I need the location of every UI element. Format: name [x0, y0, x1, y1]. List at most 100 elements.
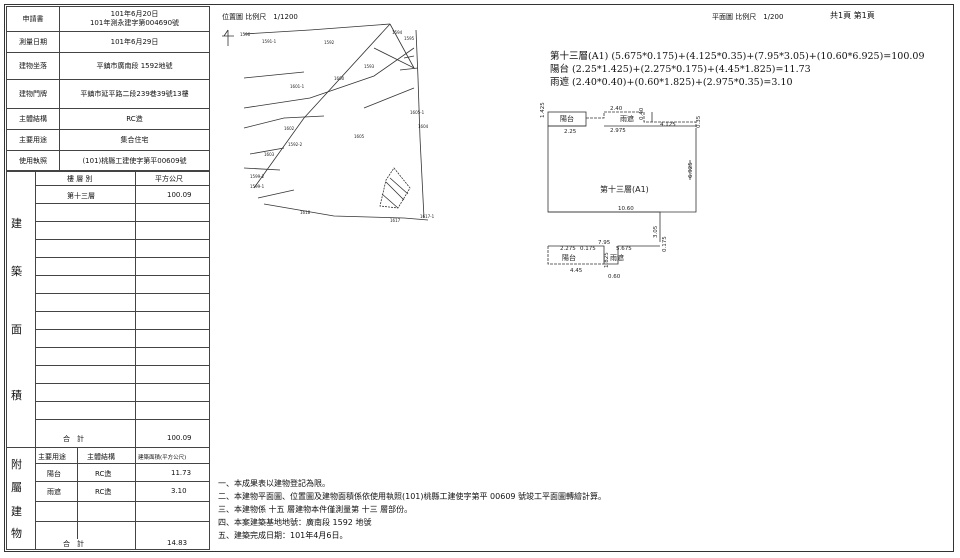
info-label: 建物門牌 — [6, 79, 60, 109]
dim-label: 4.45 — [570, 268, 583, 274]
balcony-label: 陽台 — [562, 253, 576, 262]
lot-label: 1595 — [404, 36, 415, 41]
attached-total-label: 合 計 — [63, 540, 84, 548]
lot-label: 1605 — [354, 134, 365, 139]
dim-label: 6.925 — [688, 162, 694, 178]
lot-label: 1599-1 — [250, 184, 265, 189]
col-area-header: 建築面積(平方公尺) — [138, 455, 187, 461]
note-1: 一、本成果表以建物登記為限。 — [218, 479, 330, 488]
section-char: 物 — [11, 527, 22, 540]
dim-label: 1.825 — [604, 252, 610, 268]
attached-area: 3.10 — [171, 487, 187, 495]
row-line — [35, 481, 209, 482]
floor-plan-drawing: 陽台 雨遮 第十三層(A1) 陽台 雨遮 1.425 2.25 2.40 2.9… — [540, 102, 702, 280]
lot-label: 1604 — [418, 124, 429, 129]
dim-label: 0.175 — [662, 236, 668, 252]
info-row: 主要用途集合住宅 — [6, 129, 210, 151]
dim-label: 3.05 — [653, 225, 659, 238]
row-line — [35, 311, 209, 312]
row-line — [35, 203, 209, 204]
lot-label: 1591-1 — [262, 39, 277, 44]
info-row: 建物坐落平鎮市廣南段 1592地號 — [6, 52, 210, 80]
row-line — [35, 293, 209, 294]
divider — [135, 171, 136, 549]
dim-label: 5.675 — [616, 246, 632, 252]
formula-balcony: 陽台 (2.25*1.425)+(2.275*0.175)+(4.45*1.82… — [550, 64, 811, 75]
note-5: 五、建築完成日期：101年4月6日。 — [218, 531, 348, 540]
info-row: 建物門牌平鎮市延平路二段239巷39號13樓 — [6, 79, 210, 109]
row-line — [35, 239, 209, 240]
info-row: 使用執照(101)桃縣工建使字第平00609號 — [6, 150, 210, 172]
lot-label: 1618 — [300, 210, 311, 215]
lot-label: 1602 — [284, 126, 295, 131]
row-line — [35, 275, 209, 276]
lot-label: 1599-2 — [250, 174, 265, 179]
info-value: 平鎮市延平路二段239巷39號13樓 — [59, 79, 210, 109]
lot-label: 1592-2 — [288, 142, 303, 147]
floor-name: 第十三層 — [67, 192, 95, 200]
page-indicator: 共1頁 第1頁 — [830, 11, 875, 20]
info-label: 使用執照 — [6, 150, 60, 172]
section-char: 建 — [11, 217, 22, 230]
lot-label: 1593 — [364, 64, 375, 69]
section-char: 積 — [11, 389, 22, 402]
dim-label: 2.975 — [610, 128, 626, 134]
section-char: 築 — [11, 265, 22, 278]
section-char: 屬 — [11, 481, 22, 494]
lot-label: 1605-1 — [410, 110, 425, 115]
sheet-border — [4, 4, 954, 552]
info-label: 主要用途 — [6, 129, 60, 151]
attached-use: 雨遮 — [47, 488, 61, 496]
note-2: 二、本建物平面圖、位置圖及建物面積係依使用執照(101)桃縣工建使字第平 006… — [218, 492, 607, 501]
col-floor-header: 樓 層 別 — [67, 175, 93, 183]
row-line — [35, 257, 209, 258]
room-label: 第十三層(A1) — [600, 184, 649, 194]
area-total: 100.09 — [167, 434, 192, 442]
row-line — [35, 521, 209, 522]
area-total-label: 合 計 — [63, 435, 84, 443]
note-3: 三、本建物係 十五 層建物本件僅測量第 十三 層部份。 — [218, 505, 413, 514]
section-char: 建 — [11, 505, 22, 518]
row-line — [35, 329, 209, 330]
row-line — [35, 221, 209, 222]
location-map-header: 位置圖 比例尺 1/1200 — [222, 13, 298, 21]
lot-label: 1601-1 — [290, 84, 305, 89]
lot-label: 1617-1 — [420, 214, 435, 219]
lot-label: 1617 — [390, 218, 401, 223]
dim-label: 0.40 — [639, 107, 645, 120]
canopy-label: 雨遮 — [620, 114, 634, 123]
col-use-header: 主要用途 — [38, 453, 66, 461]
info-value: 101年6月29日 — [59, 31, 210, 53]
area-table: 建 築 面 積 樓 層 別 平方公尺 第十三層 100.09 合 計 100.0… — [6, 170, 210, 550]
floor-area: 100.09 — [167, 191, 192, 199]
dim-label: 0.60 — [608, 274, 621, 280]
lot-label: 1592 — [324, 40, 335, 45]
row-line — [35, 185, 209, 186]
row-line — [35, 401, 209, 402]
floor-plan-header: 平面圖 比例尺 1/200 — [712, 13, 784, 21]
formula-floor: 第十三層(A1) (5.675*0.175)+(4.125*0.35)+(7.9… — [550, 51, 925, 62]
attached-use: 陽台 — [47, 470, 61, 478]
attached-total: 14.83 — [167, 539, 188, 547]
dim-label: 0.35 — [696, 115, 702, 128]
row-line — [35, 347, 209, 348]
info-label: 主體結構 — [6, 108, 60, 130]
section-char: 面 — [11, 323, 22, 336]
info-value: (101)桃縣工建使字第平00609號 — [59, 150, 210, 172]
attached-struct: RC造 — [95, 470, 112, 478]
note-4: 四、本案建築基地地號：廣南段 1592 地號 — [218, 518, 372, 527]
divider — [77, 447, 78, 539]
row-line — [35, 365, 209, 366]
location-map: 1592 1591-1 1593 1594 1595 1602 1603 160… — [222, 23, 435, 223]
info-label: 申請書 — [6, 6, 60, 32]
col-area-header: 平方公尺 — [155, 175, 183, 183]
section-char: 附 — [11, 458, 22, 471]
dim-label: 1.425 — [540, 102, 546, 118]
lot-label: 1596 — [240, 32, 251, 37]
attached-area: 11.73 — [171, 469, 192, 477]
dim-label: 7.95 — [598, 240, 611, 246]
